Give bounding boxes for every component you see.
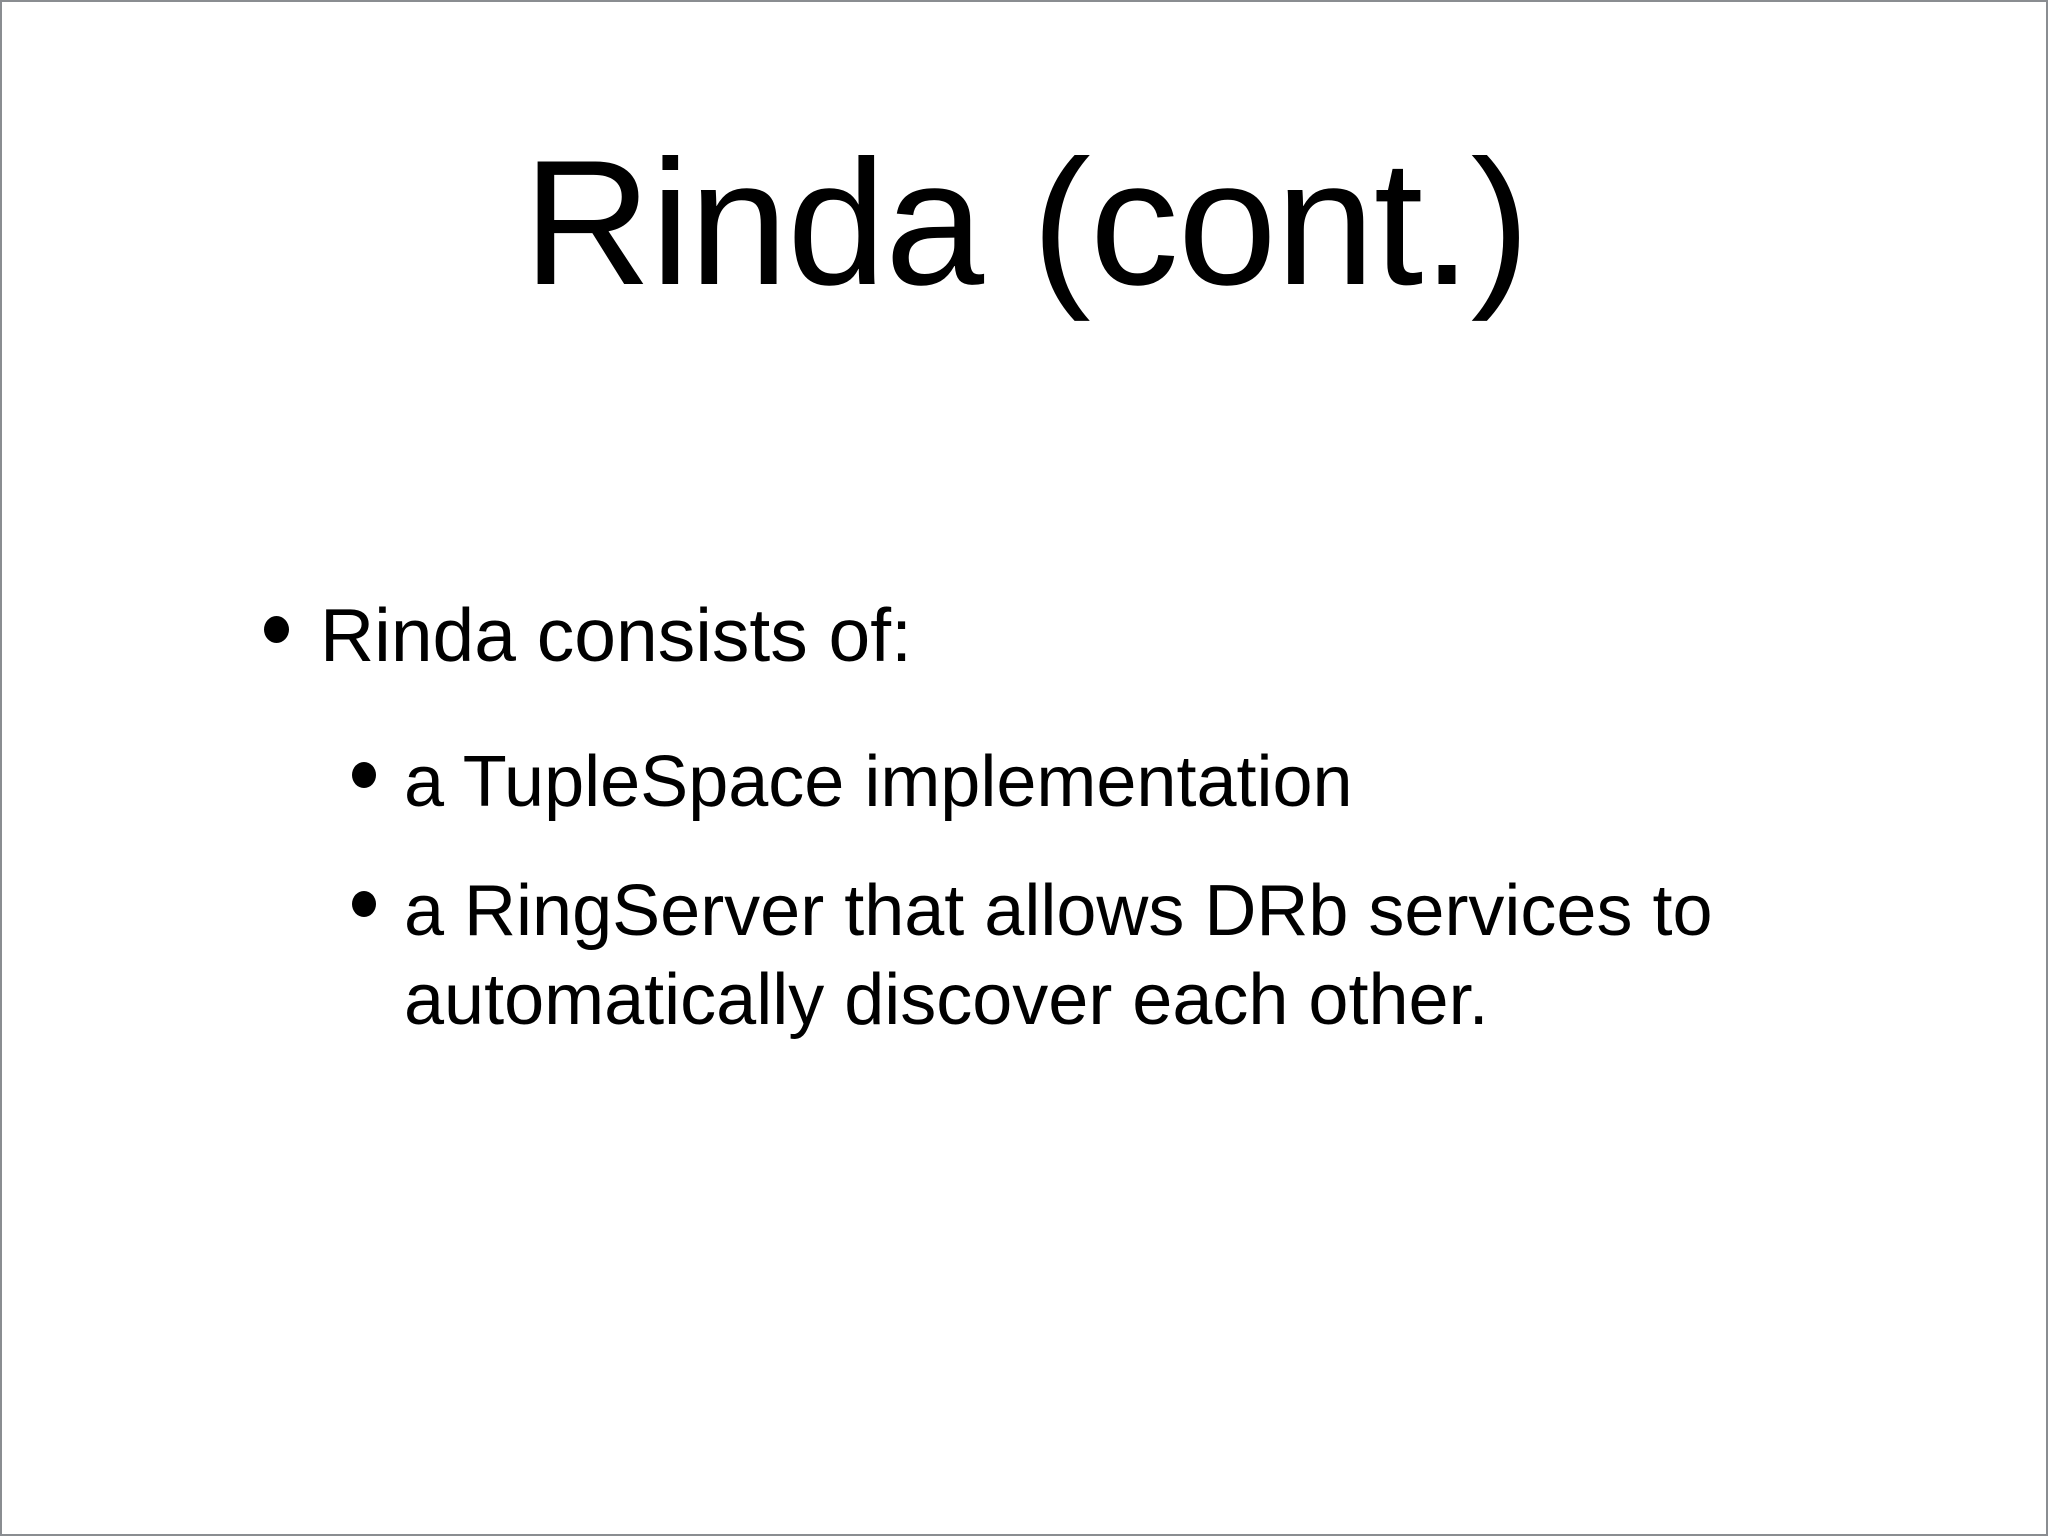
list-item: Rinda consists of: xyxy=(264,590,1884,682)
bullet-dot-icon xyxy=(352,867,404,917)
bullet-dot-icon xyxy=(264,590,320,643)
list-item-label: a RingServer that allows DRb services to… xyxy=(404,870,1713,1041)
list-item-label: Rinda consists of: xyxy=(320,593,912,677)
list-item: a RingServer that allows DRb services to… xyxy=(352,867,1884,1046)
page-title: Rinda (cont.) xyxy=(523,123,1530,322)
list-item-label: a TupleSpace implementation xyxy=(404,741,1353,822)
bullet-list: Rinda consists of: a TupleSpace implemen… xyxy=(264,590,1884,1085)
list-item: a TupleSpace implementation xyxy=(352,738,1884,827)
bullet-dot-icon xyxy=(352,738,404,788)
